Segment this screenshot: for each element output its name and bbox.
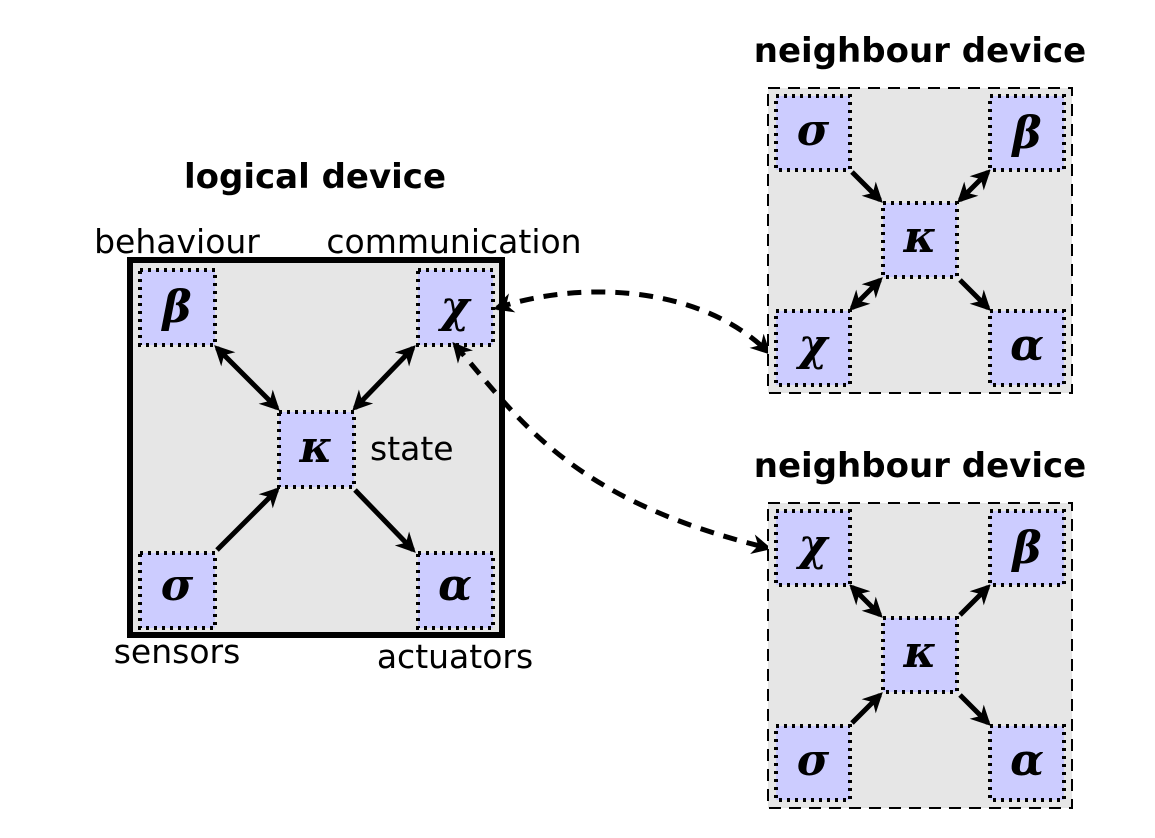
nb-arrow-chi-kappa <box>849 584 883 618</box>
nt-chi-box: χ <box>774 309 852 387</box>
state-label: state <box>370 429 454 468</box>
neighbour-device-bottom: neighbour device χ β κ σ α <box>754 446 1086 809</box>
link-to-bottom-neighbour <box>452 341 772 554</box>
kappa-symbol: κ <box>299 422 333 473</box>
neighbour-top-title: neighbour device <box>754 31 1086 71</box>
nb-arrow-kappa-alpha <box>958 693 991 726</box>
nb-sigma-box: σ <box>774 724 852 802</box>
nb-beta-box: β <box>988 509 1066 587</box>
nt-alpha-symbol: α <box>1010 320 1044 371</box>
sigma-symbol: σ <box>161 560 194 611</box>
nt-arrow-chi-kappa <box>849 277 883 311</box>
communication-label: communication <box>326 222 581 261</box>
logical-device-title: logical device <box>184 157 446 197</box>
nt-beta-symbol: β <box>1010 108 1041 159</box>
actuators-label: actuators <box>377 637 533 676</box>
nt-arrow-sigma-kappa <box>850 170 883 203</box>
nt-arrow-beta-kappa <box>957 169 991 203</box>
arrow-communication-state <box>352 345 416 411</box>
nt-kappa-symbol: κ <box>903 212 937 263</box>
nb-arrow-kappa-beta <box>958 584 991 617</box>
sensors-box: σ <box>138 551 217 630</box>
nt-chi-symbol: χ <box>796 320 831 371</box>
nb-arrow-sigma-kappa <box>850 692 883 725</box>
arrow-behaviour-state <box>214 345 280 411</box>
nb-sigma-symbol: σ <box>797 735 830 786</box>
nt-alpha-box: α <box>988 309 1066 387</box>
sensors-label: sensors <box>114 632 241 671</box>
communication-box: χ <box>416 268 495 347</box>
actuators-box: α <box>416 551 495 630</box>
alpha-symbol: α <box>438 560 472 611</box>
behaviour-label: behaviour <box>94 222 260 261</box>
nb-chi-box: χ <box>774 509 852 587</box>
chi-symbol: χ <box>438 282 473 333</box>
nb-alpha-box: α <box>988 724 1066 802</box>
arrow-sensors-state <box>215 487 280 552</box>
logical-device: logical device behaviour communication β… <box>94 157 581 676</box>
nb-alpha-symbol: α <box>1010 735 1044 786</box>
nb-chi-symbol: χ <box>796 520 831 571</box>
nb-beta-symbol: β <box>1010 523 1041 574</box>
link-to-top-neighbour <box>493 289 771 355</box>
nt-sigma-symbol: σ <box>797 105 830 156</box>
arrow-state-actuators <box>353 488 416 553</box>
nt-kappa-box: κ <box>881 201 959 279</box>
nb-kappa-symbol: κ <box>903 627 937 678</box>
nb-kappa-box: κ <box>881 616 959 694</box>
nt-sigma-box: σ <box>774 94 852 172</box>
beta-symbol: β <box>160 282 191 333</box>
nt-beta-box: β <box>988 94 1066 172</box>
neighbour-bottom-title: neighbour device <box>754 446 1086 486</box>
nt-arrow-kappa-alpha <box>958 278 991 311</box>
state-box: κ <box>277 410 356 489</box>
neighbour-device-top: neighbour device σ β κ χ α <box>754 31 1086 394</box>
behaviour-box: β <box>138 268 217 347</box>
